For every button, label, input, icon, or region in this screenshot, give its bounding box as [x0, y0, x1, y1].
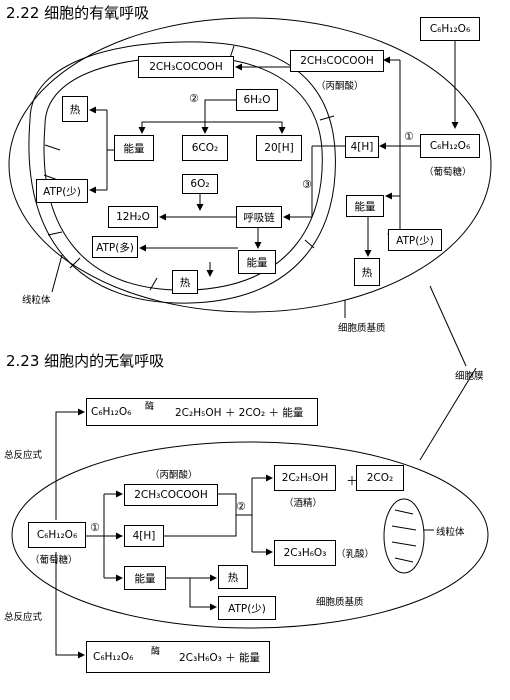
equation-lactic-box: C₆H₁₂O₆ 酶 2C₃H₆O₃ ＋ 能量: [86, 641, 270, 673]
eq2-enzyme: 酶: [151, 647, 161, 657]
resp-chain-box: 呼吸链: [236, 206, 282, 228]
pyruvate-label: （丙酮酸）: [316, 81, 364, 92]
mitochondrion-label-anaerobic: 线粒体: [436, 527, 465, 538]
heat-box-anaerobic: 热: [218, 565, 248, 589]
lactic-acid-box: 2C₃H₆O₃: [274, 540, 336, 566]
h4-box-anaerobic: 4[H]: [124, 525, 164, 547]
energy-box-cytoplasm: 能量: [346, 195, 384, 217]
water-6-box: 6H₂O: [236, 89, 278, 111]
plus-sign: ＋: [346, 474, 359, 488]
heat-box-mito-2: 热: [172, 270, 198, 294]
atp-few-box-mito: ATP(少): [36, 179, 88, 203]
glucose-label-anaerobic: （葡萄糖）: [30, 555, 78, 566]
section1-title: 2.22 细胞的有氧呼吸: [6, 4, 150, 22]
pyruvate-box-mito: 2CH₃COCOOH: [138, 56, 234, 78]
equation-alcohol-box: C₆H₁₂O₆ 酶 2C₂H₅OH ＋ 2CO₂ ＋ 能量: [86, 398, 318, 426]
matrix-label-anaerobic: 细胞质基质: [316, 597, 364, 608]
water-12-box: 12H₂O: [108, 206, 158, 228]
pyruvate-box-anaerobic: 2CH₃COCOOH: [124, 484, 218, 506]
cell-outline-2: [11, 441, 489, 629]
total-reaction-label-1: 总反应式: [4, 450, 43, 461]
step-1-marker: ①: [404, 130, 414, 143]
eq2-right: 2C₃H₆O₃ ＋ 能量: [179, 651, 260, 664]
energy-box-anaerobic: 能量: [124, 566, 166, 590]
total-reaction-label-2: 总反应式: [4, 612, 43, 623]
o2-box: 6O₂: [182, 174, 218, 194]
membrane-label: 细胞膜: [455, 371, 484, 382]
cell-outline: [8, 17, 492, 313]
step-2-marker: ②: [189, 92, 199, 105]
heat-box-mito: 热: [62, 96, 88, 122]
section2-title: 2.23 细胞内的无氧呼吸: [6, 352, 165, 370]
energy-box-mito-bottom: 能量: [238, 250, 276, 274]
eq1-enzyme: 酶: [145, 402, 155, 412]
co2-box-anaerobic: 2CO₂: [356, 465, 404, 491]
glucose-label: （葡萄糖）: [424, 167, 472, 178]
glucose-box-anaerobic: C₆H₁₂O₆: [28, 522, 86, 548]
eq1-right: 2C₂H₅OH ＋ 2CO₂ ＋ 能量: [175, 406, 304, 419]
energy-box-mito-top: 能量: [114, 135, 154, 161]
h20-box: 20[H]: [256, 135, 302, 161]
glucose-box: C₆H₁₂O₆: [420, 134, 480, 158]
mitochondrion-label: 线粒体: [22, 295, 51, 306]
pyruvate-label-anaerobic: （丙酮酸）: [150, 470, 198, 481]
h4-box: 4[H]: [345, 136, 379, 158]
eq1-left: C₆H₁₂O₆: [91, 406, 132, 418]
pyruvate-box-cytoplasm: 2CH₃COCOOH: [290, 50, 384, 72]
step-1-marker-anaerobic: ①: [90, 521, 100, 534]
matrix-label: 细胞质基质: [338, 323, 386, 334]
atp-few-box-anaerobic: ATP(少): [218, 596, 276, 620]
co2-box: 6CO₂: [182, 135, 228, 161]
atp-many-box: ATP(多): [92, 236, 138, 258]
mitochondrion-outer: [28, 41, 336, 304]
step-3-marker: ③: [302, 178, 312, 191]
step-2-marker-anaerobic: ②: [236, 500, 246, 513]
ethanol-label: （酒精）: [284, 498, 323, 509]
ethanol-box: 2C₂H₅OH: [274, 465, 336, 491]
heat-box-cytoplasm: 热: [354, 258, 380, 286]
atp-few-box-cytoplasm: ATP(少): [388, 229, 442, 251]
eq2-left: C₆H₁₂O₆: [93, 651, 134, 663]
lactic-acid-label: （乳酸）: [336, 549, 375, 560]
glucose-box-top: C₆H₁₂O₆: [420, 17, 480, 41]
